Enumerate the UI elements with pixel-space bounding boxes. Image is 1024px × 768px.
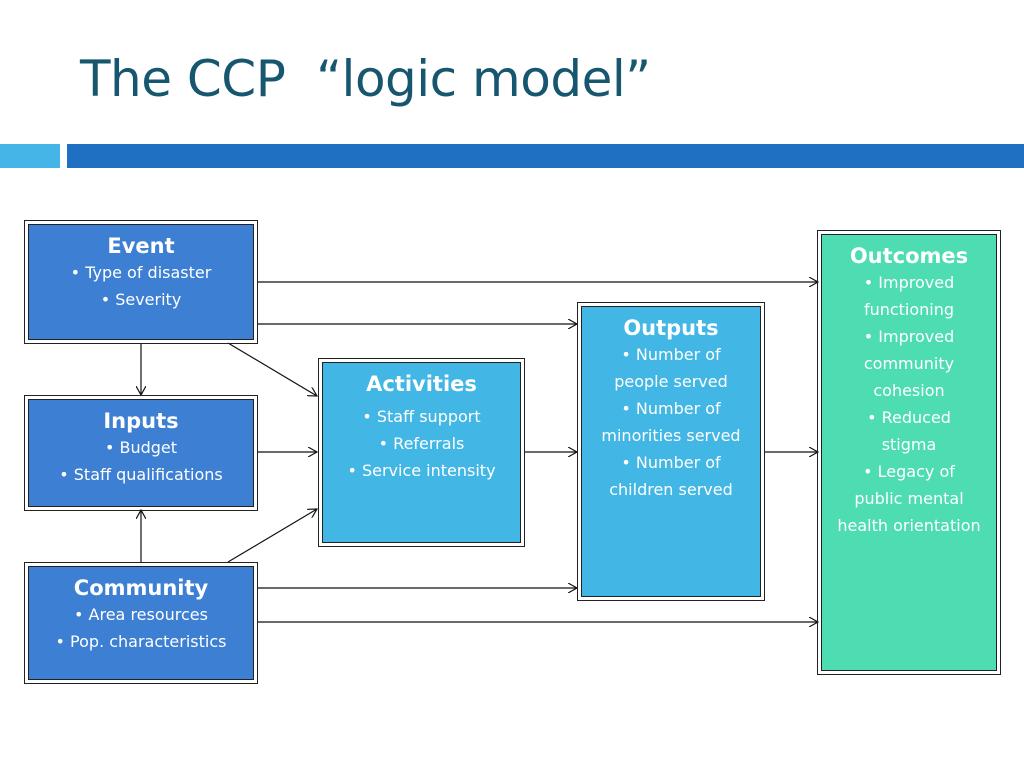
activities-item: • Referrals [378,434,465,453]
event-box: Event • Type of disaster • Severity [24,220,258,344]
header-accent-bar-right [67,144,1024,168]
outcomes-item: health orientation [837,516,981,535]
outcomes-item: • Improved [863,273,955,292]
header-accent-bar-left [0,144,60,168]
outcomes-item: stigma [881,435,937,454]
outputs-item: minorities served [601,426,741,445]
outputs-box: Outputs • Number of people served • Numb… [577,302,765,601]
activities-box: Activities • Staff support • Referrals •… [318,358,525,547]
outputs-item: • Number of [621,453,721,472]
outcomes-item: • Improved [863,327,955,346]
event-heading: Event [107,234,175,258]
activities-item: • Staff support [362,407,481,426]
community-box: Community • Area resources • Pop. charac… [24,562,258,684]
activities-heading: Activities [366,372,477,396]
outcomes-item: • Legacy of [863,462,955,481]
outputs-item: • Number of [621,345,721,364]
activities-item: • Service intensity [347,461,496,480]
outputs-heading: Outputs [623,316,719,340]
arrow-event-to-activities [227,342,317,396]
outcomes-item: community [863,354,955,373]
outcomes-item: • Reduced [867,408,951,427]
outputs-item: people served [614,372,728,391]
event-item: • Severity [100,290,182,309]
outcomes-item: public mental [854,489,964,508]
inputs-box: Inputs • Budget • Staff qualifications [24,395,258,511]
event-item: • Type of disaster [70,263,212,282]
outcomes-item: functioning [863,300,955,319]
community-heading: Community [73,576,209,600]
outcomes-box: Outcomes • Improved functioning • Improv… [817,230,1001,675]
outcomes-item: cohesion [873,381,945,400]
outcomes-heading: Outcomes [849,244,969,268]
inputs-heading: Inputs [103,409,179,433]
slide-title: The CCP “logic model” [80,50,651,108]
inputs-item: • Budget [104,438,178,457]
community-item: • Pop. characteristics [55,632,227,651]
outputs-item: children served [609,480,733,499]
community-item: • Area resources [74,605,208,624]
outputs-item: • Number of [621,399,721,418]
inputs-item: • Staff qualifications [59,465,223,484]
arrow-community-to-activities [227,509,317,563]
